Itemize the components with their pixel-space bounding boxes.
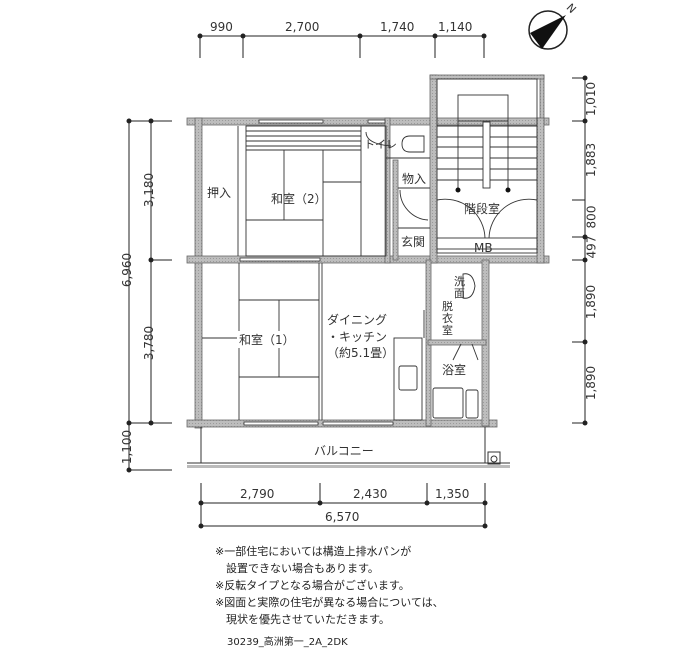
room-mb: MB bbox=[474, 241, 493, 255]
note-line: ※図面と実際の住宅が異なる場合については、 bbox=[215, 596, 444, 609]
dim-bottom-3: 1,350 bbox=[435, 487, 470, 501]
room-dk-line2: ・キッチン bbox=[327, 330, 388, 344]
top-dimension-line bbox=[199, 35, 485, 58]
washroom-char: 室 bbox=[442, 324, 453, 337]
dim-left-balcony: 1,100 bbox=[120, 429, 135, 465]
plan-caption: 30239_高洲第一_2A_2DK bbox=[227, 637, 348, 648]
washroom-char: 衣 bbox=[442, 312, 453, 325]
washroom-char: 洗 bbox=[454, 275, 465, 288]
dim-right-3: 800 bbox=[584, 205, 599, 229]
dim-left-upper: 3,180 bbox=[142, 172, 157, 208]
room-dk-line1: ダイニング bbox=[327, 313, 388, 327]
room-washitsu-1: 和室（1） bbox=[237, 331, 297, 348]
dim-right-1: 1,010 bbox=[584, 81, 599, 117]
dim-right-4: 497 bbox=[584, 235, 599, 259]
dim-bottom-2: 2,430 bbox=[353, 487, 388, 501]
dim-bottom-1: 2,790 bbox=[240, 487, 275, 501]
dim-bottom-total: 6,570 bbox=[325, 510, 360, 524]
room-entrance: 玄関 bbox=[401, 235, 426, 249]
room-washitsu-2: 和室（2） bbox=[271, 192, 327, 206]
note-line: 設置できない場合もあります。 bbox=[215, 562, 379, 575]
room-toilet: トイレ bbox=[364, 138, 397, 151]
dim-right-2: 1,883 bbox=[584, 142, 599, 178]
note-line: 現状を優先させていただきます。 bbox=[215, 613, 390, 626]
dim-top-2: 2,700 bbox=[285, 20, 320, 34]
dim-right-5: 1,890 bbox=[584, 284, 599, 320]
washroom-char: 面 bbox=[454, 287, 465, 300]
dim-left-total: 6,960 bbox=[120, 252, 135, 288]
dim-left-lower: 3,780 bbox=[142, 325, 157, 361]
note-line: ※反転タイプとなる場合がございます。 bbox=[215, 579, 410, 592]
dim-right-6: 1,890 bbox=[584, 365, 599, 401]
room-storage: 物入 bbox=[402, 172, 427, 186]
room-washroom: 洗 面 bbox=[444, 275, 465, 300]
note-line: ※一部住宅においては構造上排水パンが bbox=[215, 545, 412, 558]
north-arrow-icon bbox=[528, 10, 568, 50]
room-dk-line3: （約5.1畳） bbox=[327, 346, 395, 360]
walls bbox=[186, 74, 550, 429]
dim-top-1: 990 bbox=[210, 20, 233, 34]
dim-top-3: 1,740 bbox=[380, 20, 415, 34]
room-bathroom: 浴室 bbox=[442, 363, 467, 377]
room-stairwell: 階段室 bbox=[464, 202, 501, 216]
dim-top-4: 1,140 bbox=[438, 20, 473, 34]
room-washroom-lower: 脱 衣 室 bbox=[442, 301, 454, 337]
notes-block: ※一部住宅においては構造上排水パンが 設置できない場合もあります。 ※反転タイプ… bbox=[215, 543, 444, 628]
room-balcony: バルコニー bbox=[314, 444, 374, 458]
washroom-char: 脱 bbox=[442, 300, 453, 313]
room-closet: 押入 bbox=[207, 184, 232, 201]
